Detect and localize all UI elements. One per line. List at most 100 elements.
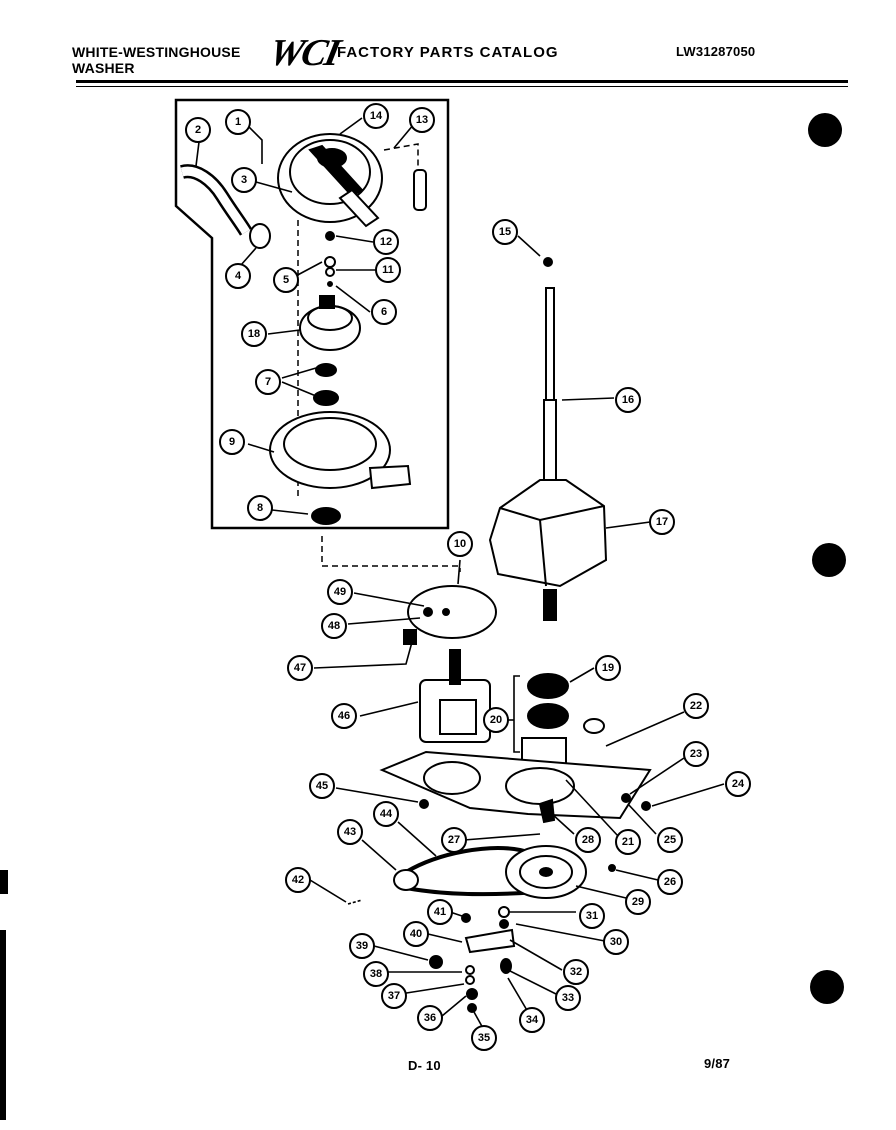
binder-hole: [808, 113, 842, 147]
svg-text:27: 27: [448, 834, 460, 846]
callout-32: 32: [563, 959, 589, 985]
motor-pulley-part: [393, 869, 419, 891]
callout-43: 43: [337, 819, 363, 845]
mounting-plate-part: [403, 585, 497, 645]
svg-text:26: 26: [664, 876, 676, 888]
callout-39: 39: [349, 933, 375, 959]
svg-text:8: 8: [257, 502, 263, 514]
callout-26: 26: [657, 869, 683, 895]
callout-25: 25: [657, 827, 683, 853]
callout-44: 44: [373, 801, 399, 827]
header-rule-thin: [76, 86, 848, 87]
coupling-part: [527, 673, 569, 699]
svg-text:22: 22: [690, 700, 702, 712]
svg-text:40: 40: [410, 928, 422, 940]
svg-text:7: 7: [265, 376, 271, 388]
svg-text:13: 13: [416, 114, 428, 126]
callout-35: 35: [471, 1025, 497, 1051]
callout-2: 2: [185, 117, 211, 143]
svg-text:2: 2: [195, 124, 201, 136]
callout-23: 23: [683, 741, 709, 767]
svg-text:38: 38: [370, 968, 382, 980]
callout-28: 28: [575, 827, 601, 853]
svg-text:31: 31: [586, 910, 598, 922]
svg-text:12: 12: [380, 236, 392, 248]
callout-47: 47: [287, 655, 313, 681]
svg-text:30: 30: [610, 936, 622, 948]
callout-5: 5: [273, 267, 299, 293]
svg-text:17: 17: [656, 516, 668, 528]
svg-text:36: 36: [424, 1012, 436, 1024]
svg-text:3: 3: [241, 174, 247, 186]
callout-3: 3: [231, 167, 257, 193]
svg-text:23: 23: [690, 748, 702, 760]
binder-hole: [812, 543, 846, 577]
callout-19: 19: [595, 655, 621, 681]
clip-part: [413, 169, 427, 211]
svg-text:48: 48: [328, 620, 340, 632]
transmission-part: [488, 479, 608, 621]
callout-38: 38: [363, 961, 389, 987]
svg-text:6: 6: [381, 306, 387, 318]
callout-4: 4: [225, 263, 251, 289]
svg-text:18: 18: [248, 328, 260, 340]
callout-18: 18: [241, 321, 267, 347]
callout-1: 1: [225, 109, 251, 135]
callout-33: 33: [555, 985, 581, 1011]
svg-text:10: 10: [454, 538, 466, 550]
callout-7: 7: [255, 369, 281, 395]
binder-hole: [810, 970, 844, 1004]
svg-text:5: 5: [283, 274, 289, 286]
assembly-connector: [321, 536, 461, 572]
callout-29: 29: [625, 889, 651, 915]
pump-cover-part: [277, 133, 383, 228]
svg-text:16: 16: [622, 394, 634, 406]
header-rule: [76, 80, 848, 83]
callout-30: 30: [603, 929, 629, 955]
svg-text:49: 49: [334, 586, 346, 598]
svg-text:34: 34: [526, 1014, 539, 1026]
callout-45: 45: [309, 773, 335, 799]
svg-text:35: 35: [478, 1032, 490, 1044]
gearcase-part: [419, 649, 491, 743]
shaft-part: [545, 287, 555, 401]
model-number: LW31287050: [676, 44, 756, 59]
callout-15: 15: [492, 219, 518, 245]
svg-text:15: 15: [499, 226, 511, 238]
svg-text:32: 32: [570, 966, 582, 978]
callout-46: 46: [331, 703, 357, 729]
svg-text:42: 42: [292, 874, 304, 886]
brand-name: WHITE-WESTINGHOUSE: [72, 44, 241, 60]
assembly-frame: [174, 98, 450, 530]
callout-22: 22: [683, 693, 709, 719]
scan-edge-mark: [0, 870, 8, 894]
callout-11: 11: [375, 257, 401, 283]
svg-text:9: 9: [229, 436, 235, 448]
svg-text:11: 11: [382, 264, 394, 276]
callout-17: 17: [649, 509, 675, 535]
lower-seal-part: [311, 507, 341, 525]
svg-text:4: 4: [235, 270, 242, 282]
scan-edge-mark: [0, 930, 6, 1120]
callout-16: 16: [615, 387, 641, 413]
callout-37: 37: [381, 983, 407, 1009]
callout-49: 49: [327, 579, 353, 605]
callout-27: 27: [441, 827, 467, 853]
callout-48: 48: [321, 613, 347, 639]
callout-42: 42: [285, 867, 311, 893]
callout-24: 24: [725, 771, 751, 797]
svg-text:19: 19: [602, 662, 614, 674]
svg-text:37: 37: [388, 990, 400, 1002]
svg-text:46: 46: [338, 710, 350, 722]
callout-13: 13: [409, 107, 435, 133]
callout-6: 6: [371, 299, 397, 325]
bracket-part: [464, 928, 516, 954]
svg-text:25: 25: [664, 834, 676, 846]
callout-40: 40: [403, 921, 429, 947]
pump-body-part: [269, 411, 412, 490]
svg-text:1: 1: [235, 116, 241, 128]
svg-text:14: 14: [370, 110, 383, 122]
callout-20: 20: [483, 707, 509, 733]
product-type: WASHER: [72, 60, 135, 76]
